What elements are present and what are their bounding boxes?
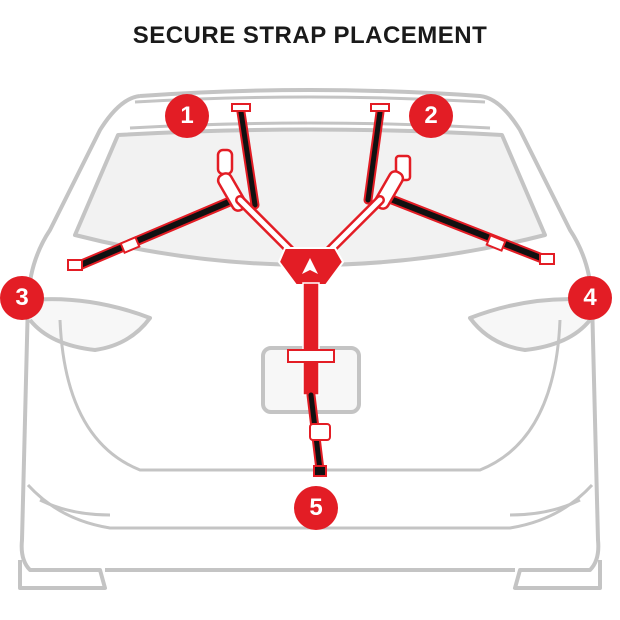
marker-4: 4 <box>568 276 612 320</box>
diagram-title: SECURE STRAP PLACEMENT <box>132 22 488 49</box>
clamp-arms <box>216 148 412 255</box>
marker-3: 3 <box>0 276 44 320</box>
car-outline <box>18 88 602 590</box>
marker-5: 5 <box>294 486 338 530</box>
strap-2 <box>363 103 390 205</box>
strap-1 <box>231 103 260 210</box>
center-hub <box>277 247 345 477</box>
marker-2: 2 <box>409 94 453 138</box>
strap-assembly <box>67 103 555 477</box>
strap-3 <box>67 193 243 271</box>
strap-4 <box>383 193 555 265</box>
marker-1: 1 <box>165 94 209 138</box>
logo-icon <box>302 258 318 274</box>
